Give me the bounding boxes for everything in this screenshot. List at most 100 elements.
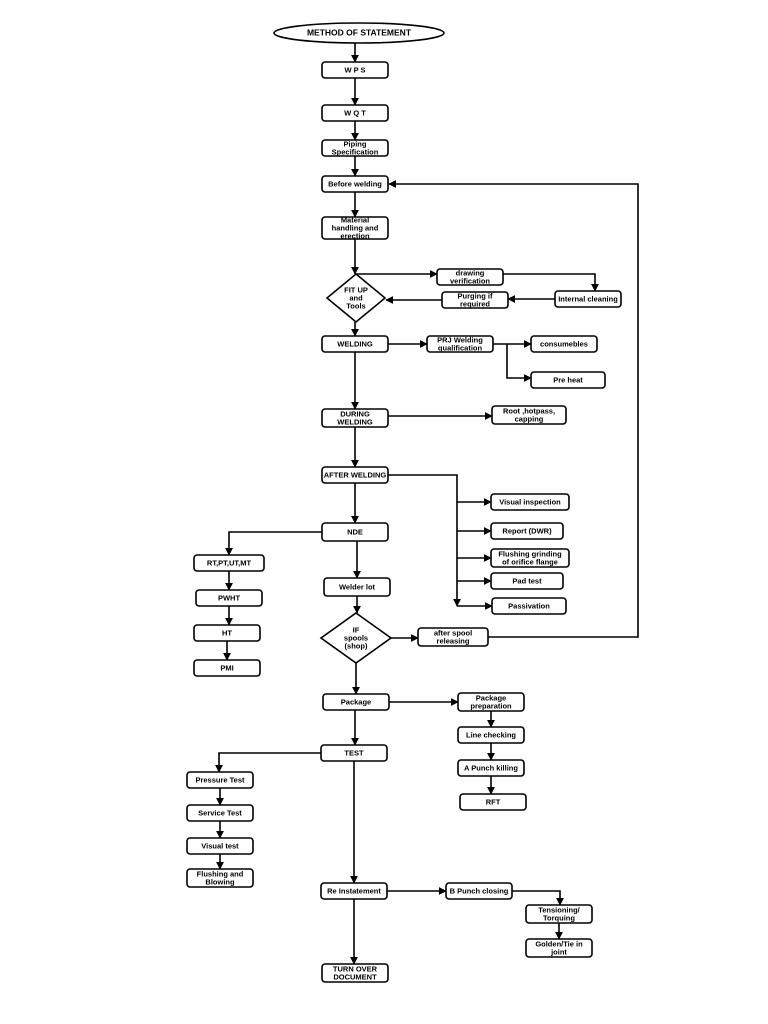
node-golden-label-1: Golden/Tie in [535, 940, 583, 949]
node-report-shape [490, 522, 564, 540]
node-ht-shape [193, 624, 261, 642]
node-tension-label-1: Tensioning/ [538, 906, 580, 915]
node-rt: RT,PT,UT,MT [193, 554, 265, 572]
node-during-shape [321, 408, 389, 428]
node-wqt-label: W Q T [344, 109, 366, 118]
node-flushing_grinding-label-1: Flushing grinding [498, 550, 562, 559]
node-preheat: Pre heat [530, 371, 606, 389]
node-visual_insp-shape [490, 493, 570, 511]
node-pad-label: Pad test [512, 577, 542, 586]
node-service-label: Service Test [198, 809, 242, 818]
node-packprep-shape [457, 692, 525, 712]
node-title: METHOD OF STATEMENT [273, 22, 445, 44]
connector-arrow-18 [388, 474, 461, 607]
node-wps-label: W P S [344, 66, 365, 75]
node-turnover-shape [321, 963, 389, 983]
node-test-shape [320, 744, 388, 762]
node-pwht-label: PWHT [218, 594, 240, 603]
node-ifspools-label-2: spools [344, 634, 368, 643]
node-welderlot-shape [323, 577, 391, 597]
node-pmi-label: PMI [220, 664, 233, 673]
node-title-label: METHOD OF STATEMENT [307, 28, 412, 38]
node-welding: WELDING [321, 335, 389, 353]
node-wqt: W Q T [321, 104, 389, 122]
node-consumables: consumebles [530, 335, 598, 353]
node-piping-shape [321, 139, 389, 157]
node-apunch-shape [457, 759, 525, 777]
node-pmi: PMI [193, 659, 261, 677]
node-rft-shape [459, 793, 527, 811]
node-root-shape [491, 405, 567, 425]
node-purging-shape [441, 291, 509, 309]
node-rt-label: RT,PT,UT,MT [207, 559, 252, 568]
node-reinst-shape [320, 882, 388, 900]
node-package: Package [322, 693, 390, 711]
node-fitup-label-2: and [349, 294, 363, 303]
node-welding-label: WELDING [337, 340, 373, 349]
node-flushblow-shape [186, 868, 254, 888]
node-bpunch-label: B Punch closing [450, 887, 509, 896]
node-pmi-shape [193, 659, 261, 677]
node-golden-label-2: joint [550, 948, 567, 957]
node-purging-label-2: required [460, 300, 490, 309]
node-wps: W P S [321, 61, 389, 79]
node-ifspools-label-3: (shop) [345, 642, 368, 651]
node-after-label: AFTER WELDING [324, 471, 387, 480]
node-visual_insp: Visual inspection [490, 493, 570, 511]
node-before-label: Before welding [328, 180, 382, 189]
connector-arrow-25 [225, 531, 322, 556]
node-test: TEST [320, 744, 388, 762]
node-afterspool-shape [417, 627, 489, 647]
node-welderlot-label: Welder lot [339, 583, 376, 592]
node-report-label: Report (DWR) [502, 527, 552, 536]
node-flushing_grinding-label-2: of orifice flange [502, 558, 558, 567]
node-afterspool-label-2: releasing [437, 637, 470, 646]
node-package-label: Package [341, 698, 371, 707]
node-turnover-label-2: DOCUMENT [333, 973, 377, 982]
node-packprep-label-1: Package [476, 694, 506, 703]
node-ifspools-shape [319, 612, 393, 664]
node-ht: HT [193, 624, 261, 642]
node-root-label-1: Root ,hotpass, [503, 407, 555, 416]
node-ifspools-label-1: IF [353, 626, 360, 635]
node-golden-shape [525, 938, 593, 958]
node-visual_insp-label: Visual inspection [499, 498, 561, 507]
node-drawing-label-2: verification [450, 277, 490, 286]
node-nde-shape [321, 522, 389, 542]
node-linecheck: Line checking [457, 726, 525, 744]
node-rft-label: RFT [486, 798, 501, 807]
node-reinst: Re Instatement [320, 882, 388, 900]
node-before: Before welding [321, 175, 389, 193]
node-drawing-shape [436, 268, 504, 286]
node-visualtest-shape [186, 837, 254, 855]
node-piping-label-2: Specification [332, 148, 379, 157]
node-purging-label-1: Purging if [458, 292, 493, 301]
node-service-shape [186, 804, 254, 822]
node-material-label-3: erection [340, 232, 370, 241]
node-apunch-label: A Punch killing [464, 764, 518, 773]
node-wps-shape [321, 61, 389, 79]
node-prj-label-2: qualification [438, 344, 483, 353]
node-passivation: Passivation [491, 597, 567, 615]
node-nde-label: NDE [347, 528, 363, 537]
node-rt-shape [193, 554, 265, 572]
node-preheat-label: Pre heat [553, 376, 583, 385]
flowchart-connectors [215, 43, 639, 965]
node-service: Service Test [186, 804, 254, 822]
node-turnover-label-1: TURN OVER [333, 965, 378, 974]
node-packprep-label-2: preparation [470, 702, 512, 711]
flowchart-nodes: METHOD OF STATEMENT W P S W Q T PipingSpeci… [186, 22, 622, 983]
node-preheat-shape [530, 371, 606, 389]
node-tension: Tensioning/Torquing [525, 904, 593, 924]
node-material-shape [321, 216, 389, 240]
node-bpunch: B Punch closing [445, 882, 513, 900]
